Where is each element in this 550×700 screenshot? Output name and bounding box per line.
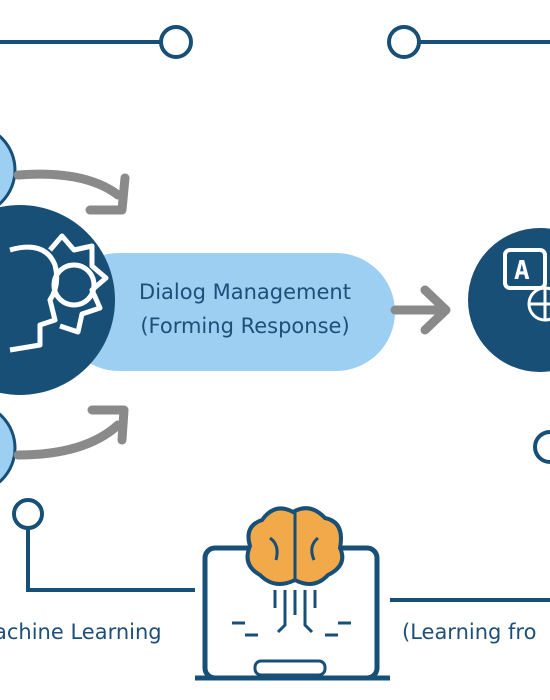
- dialog-management-label: Dialog Management (Forming Response): [100, 275, 390, 343]
- top-connector-right: [387, 25, 550, 59]
- arrow-icon: [13, 169, 130, 215]
- arrow-icon: [13, 405, 129, 460]
- svg-text:A: A: [514, 256, 530, 286]
- right-connector-node: [533, 430, 550, 464]
- dialog-management-title: Dialog Management: [139, 280, 351, 304]
- top-connector-left: [0, 25, 193, 59]
- arrow-icon: [390, 285, 451, 335]
- gears-head-icon: [0, 205, 115, 395]
- top-left-node: [0, 134, 17, 206]
- laptop-brain-icon: [195, 506, 390, 681]
- dialog-management-pill: [60, 253, 395, 371]
- machine-learning-label: achine Learning: [0, 620, 162, 644]
- dialog-management-subtitle: (Forming Response): [140, 314, 350, 338]
- translate-globe-icon: A: [468, 228, 550, 372]
- bottom-left-node: [0, 412, 17, 484]
- learning-from-label: (Learning fro: [402, 620, 537, 644]
- bottom-left-connector: [12, 498, 195, 592]
